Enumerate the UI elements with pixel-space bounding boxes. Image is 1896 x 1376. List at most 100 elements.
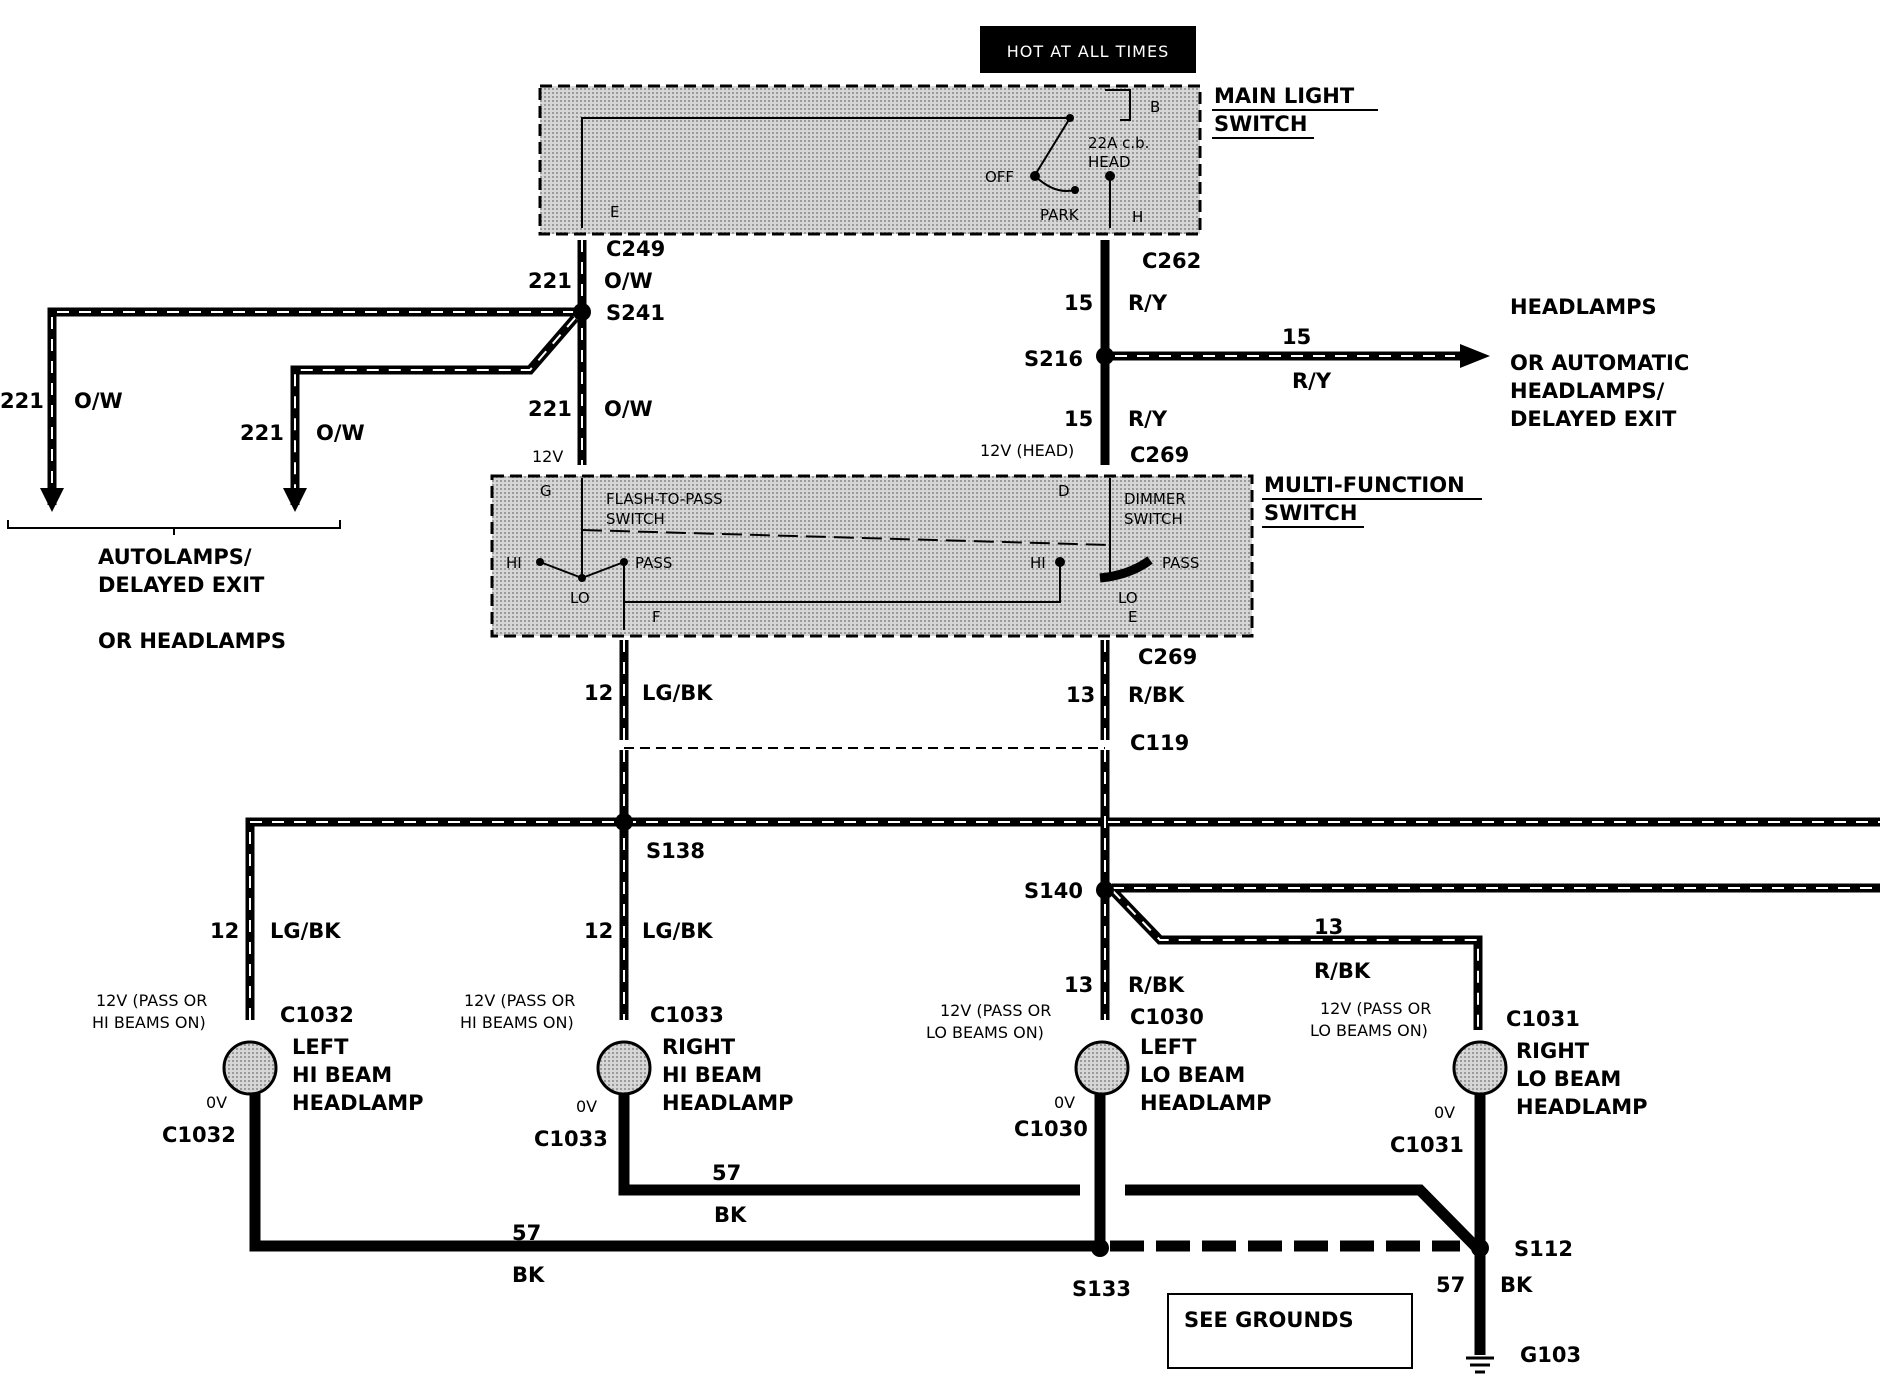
svg-text:221: 221 — [528, 397, 572, 421]
svg-text:HI BEAM: HI BEAM — [662, 1063, 762, 1087]
svg-text:C269: C269 — [1130, 443, 1189, 467]
svg-text:BK: BK — [714, 1203, 747, 1227]
svg-text:LO BEAMS ON): LO BEAMS ON) — [926, 1023, 1044, 1042]
svg-text:12V (PASS OR: 12V (PASS OR — [96, 991, 207, 1010]
svg-text:B: B — [1150, 98, 1160, 116]
svg-text:C1033: C1033 — [534, 1127, 608, 1151]
svg-text:C1031: C1031 — [1506, 1007, 1580, 1031]
svg-text:C262: C262 — [1142, 249, 1201, 273]
svg-text:C249: C249 — [606, 237, 665, 261]
svg-text:OR AUTOMATIC: OR AUTOMATIC — [1510, 351, 1689, 375]
svg-text:HI BEAMS ON): HI BEAMS ON) — [460, 1013, 574, 1032]
svg-text:R/BK: R/BK — [1128, 973, 1185, 997]
svg-text:R/Y: R/Y — [1128, 291, 1168, 315]
svg-text:LEFT: LEFT — [1140, 1035, 1197, 1059]
connector-labels: C249 C262 S241 S216 C269 C269 C119 S138 … — [162, 237, 1581, 1367]
svg-text:13: 13 — [1064, 973, 1093, 997]
svg-text:R/Y: R/Y — [1292, 369, 1332, 393]
svg-text:13: 13 — [1314, 915, 1343, 939]
svg-text:PASS: PASS — [1162, 554, 1199, 572]
svg-text:HEADLAMP: HEADLAMP — [662, 1091, 794, 1115]
svg-text:SWITCH: SWITCH — [1264, 501, 1357, 525]
s133-dot — [1091, 1239, 1109, 1257]
svg-text:BK: BK — [512, 1263, 545, 1287]
svg-text:13: 13 — [1066, 683, 1095, 707]
svg-text:221: 221 — [528, 269, 572, 293]
svg-text:HOT AT ALL TIMES: HOT AT ALL TIMES — [1007, 42, 1169, 61]
svg-text:LG/BK: LG/BK — [270, 919, 341, 943]
svg-text:HI: HI — [1030, 554, 1046, 572]
svg-text:S140: S140 — [1024, 879, 1083, 903]
splice-dots — [573, 303, 1489, 1257]
svg-text:15: 15 — [1064, 291, 1093, 315]
svg-text:C1032: C1032 — [162, 1123, 236, 1147]
svg-text:0V: 0V — [1054, 1093, 1075, 1112]
svg-text:LEFT: LEFT — [292, 1035, 349, 1059]
svg-text:SEE GROUNDS: SEE GROUNDS — [1184, 1308, 1354, 1332]
svg-text:RIGHT: RIGHT — [662, 1035, 736, 1059]
svg-text:C119: C119 — [1130, 731, 1189, 755]
svg-text:LO BEAM: LO BEAM — [1516, 1067, 1621, 1091]
svg-text:BK: BK — [1500, 1273, 1533, 1297]
svg-text:MULTI-FUNCTION: MULTI-FUNCTION — [1264, 473, 1465, 497]
see-grounds-box: SEE GROUNDS — [1167, 1293, 1413, 1369]
svg-text:LO: LO — [570, 589, 590, 607]
svg-text:R/Y: R/Y — [1128, 407, 1168, 431]
svg-text:C1033: C1033 — [650, 1003, 724, 1027]
svg-text:OR HEADLAMPS: OR HEADLAMPS — [98, 629, 286, 653]
left-hi-beam-lamp — [222, 1040, 278, 1096]
s241-dot — [573, 303, 591, 321]
svg-text:C1030: C1030 — [1130, 1005, 1204, 1029]
svg-text:R/BK: R/BK — [1128, 683, 1185, 707]
svg-text:S241: S241 — [606, 301, 665, 325]
svg-text:O/W: O/W — [74, 389, 123, 413]
autolamps-bracket — [7, 520, 341, 535]
svg-text:SWITCH: SWITCH — [606, 510, 665, 528]
svg-text:12V (PASS OR: 12V (PASS OR — [940, 1001, 1051, 1020]
svg-text:HEADLAMPS/: HEADLAMPS/ — [1510, 379, 1665, 403]
lamp-labels: LEFT HI BEAM HEADLAMP RIGHT HI BEAM HEAD… — [292, 1035, 1648, 1119]
svg-text:H: H — [1132, 208, 1143, 226]
main-light-switch: B 22A c.b. HEAD OFF PARK E H MAIN LIGHT … — [538, 84, 1378, 236]
svg-text:RIGHT: RIGHT — [1516, 1039, 1590, 1063]
svg-text:HEADLAMP: HEADLAMP — [292, 1091, 424, 1115]
svg-text:12: 12 — [210, 919, 239, 943]
svg-text:LG/BK: LG/BK — [642, 919, 713, 943]
s140-dot — [1096, 881, 1114, 899]
svg-text:15: 15 — [1064, 407, 1093, 431]
wire-labels: 221 O/W 221 O/W 221 O/W 221 O/W 15 R/Y 1… — [0, 269, 1533, 1297]
svg-text:0V: 0V — [206, 1093, 227, 1112]
svg-text:57: 57 — [1436, 1273, 1465, 1297]
svg-text:LO BEAMS ON): LO BEAMS ON) — [1310, 1021, 1428, 1040]
svg-text:G103: G103 — [1520, 1343, 1581, 1367]
right-hi-beam-lamp — [596, 1040, 652, 1096]
svg-text:HI BEAMS ON): HI BEAMS ON) — [92, 1013, 206, 1032]
wire-stripes — [51, 240, 1880, 1030]
left-lo-beam-lamp — [1074, 1040, 1130, 1096]
svg-text:HI BEAM: HI BEAM — [292, 1063, 392, 1087]
svg-text:R/BK: R/BK — [1314, 959, 1371, 983]
svg-text:C1031: C1031 — [1390, 1133, 1464, 1157]
svg-text:12: 12 — [584, 681, 613, 705]
svg-text:12V (HEAD): 12V (HEAD) — [980, 441, 1074, 460]
svg-text:HEADLAMPS: HEADLAMPS — [1510, 295, 1657, 319]
s112-dot — [1471, 1239, 1489, 1257]
svg-text:HEADLAMP: HEADLAMP — [1140, 1091, 1272, 1115]
svg-text:PARK: PARK — [1040, 206, 1080, 224]
svg-text:MAIN LIGHT: MAIN LIGHT — [1214, 84, 1355, 108]
svg-text:S133: S133 — [1072, 1277, 1131, 1301]
headlamps — [222, 1040, 1508, 1096]
svg-text:S216: S216 — [1024, 347, 1083, 371]
svg-text:15: 15 — [1282, 325, 1311, 349]
svg-text:LG/BK: LG/BK — [642, 681, 713, 705]
svg-text:LO: LO — [1118, 589, 1138, 607]
svg-text:12V (PASS OR: 12V (PASS OR — [464, 991, 575, 1010]
svg-text:E: E — [1128, 608, 1137, 626]
svg-text:HEAD: HEAD — [1088, 153, 1131, 171]
svg-text:D: D — [1058, 482, 1070, 500]
svg-text:0V: 0V — [1434, 1103, 1455, 1122]
svg-text:DELAYED EXIT: DELAYED EXIT — [98, 573, 265, 597]
svg-text:C1030: C1030 — [1014, 1117, 1088, 1141]
svg-text:12V: 12V — [532, 447, 563, 466]
